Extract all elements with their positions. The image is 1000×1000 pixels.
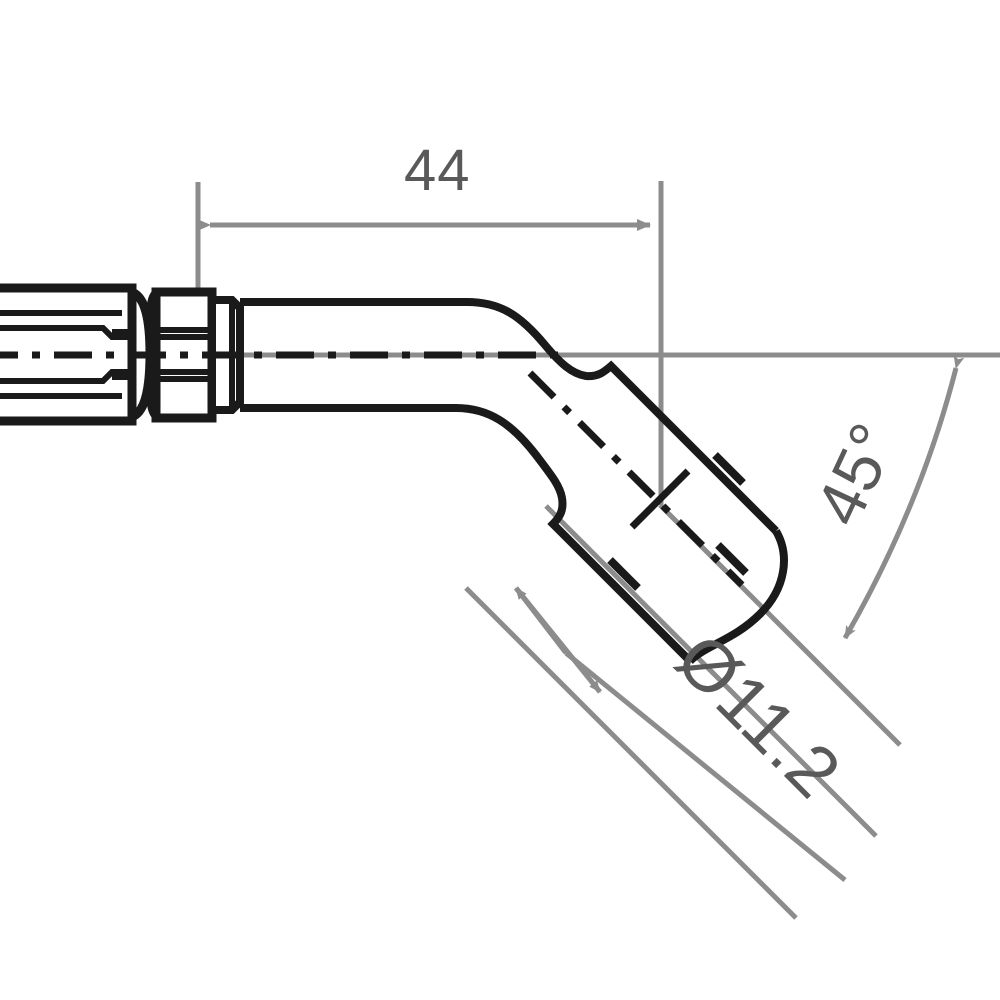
dimension-line-diameter-leader [564,651,847,882]
tube-seam-mark-1 [712,452,746,486]
extension-line-diameter-upper [464,586,798,920]
dimension-label-angle: 45° [801,411,912,535]
socket-thread-lower [0,369,132,384]
socket-thread-upper [0,325,132,340]
hose-wall-lower [240,404,693,664]
dimension-label-diameter: Ø11.2 [661,619,856,814]
extension-line-diameter-lower [544,504,878,838]
dimension-labels: 44 Ø11.2 45° [404,138,911,814]
angle-arc-45 [842,355,965,640]
axis-angled-cross-tick [629,468,691,530]
tube-seam-marks [607,452,749,591]
tube-seam-mark-2 [607,557,641,591]
dimension-geometry [195,181,1000,920]
axis-angled-centerline [527,370,745,588]
tube-end-cap [687,528,788,664]
dimension-label-44: 44 [404,138,471,203]
centerlines-group [0,351,745,588]
dimension-line-diameter-2 [514,586,602,694]
part-outline-group [0,283,788,664]
tube-seam-mark-3 [715,542,749,576]
hose-wall-upper [240,298,779,534]
